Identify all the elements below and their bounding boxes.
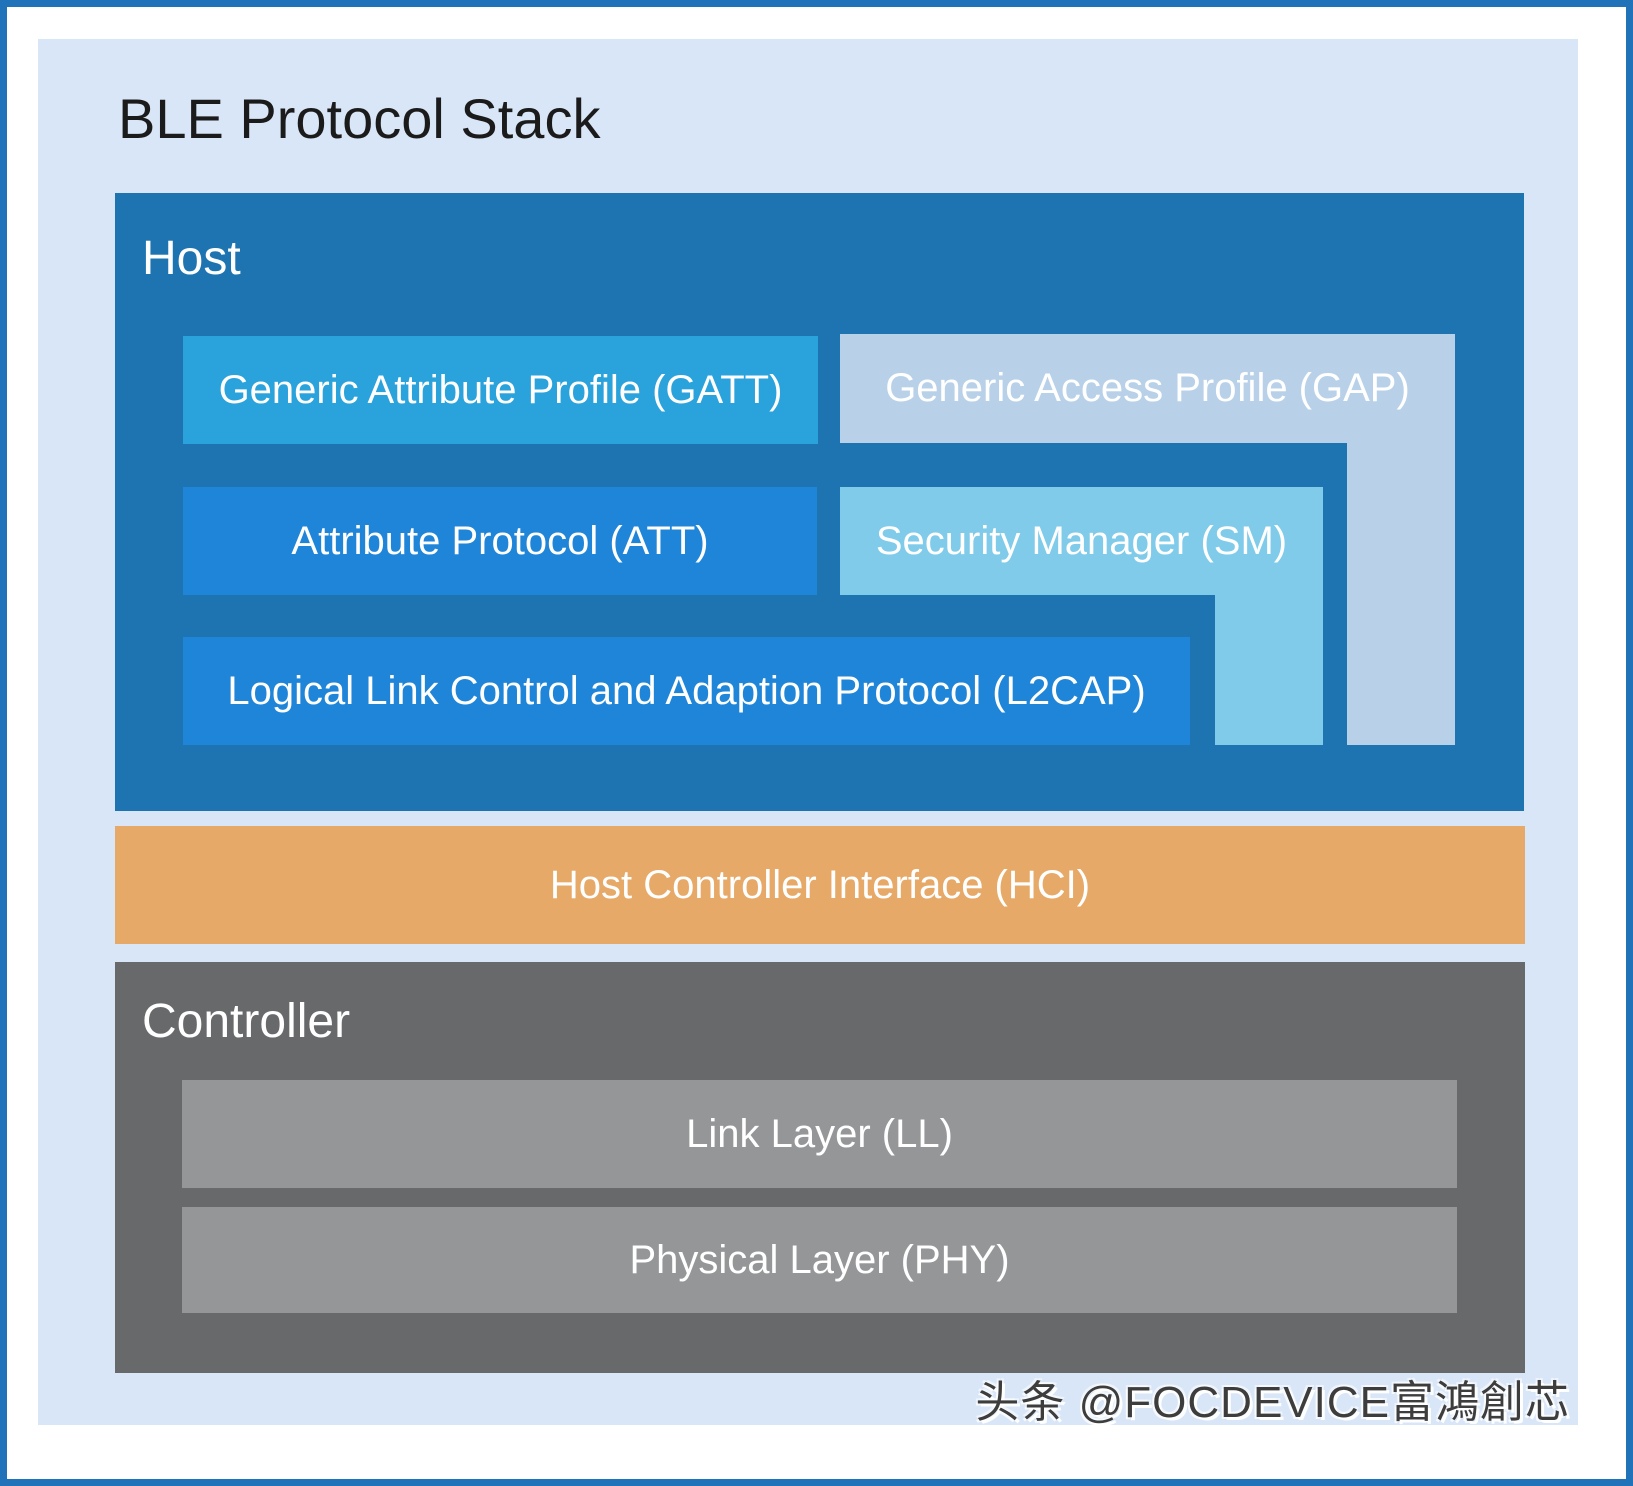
gap-box-leg <box>1347 443 1455 745</box>
physical-layer-label: Physical Layer (PHY) <box>629 1237 1010 1282</box>
att-box: Attribute Protocol (ATT) <box>183 487 817 595</box>
link-layer-label: Link Layer (LL) <box>686 1111 953 1156</box>
sm-box-leg <box>1215 595 1323 745</box>
link-layer-box: Link Layer (LL) <box>182 1080 1457 1188</box>
controller-label: Controller <box>142 995 351 1048</box>
hci-label: Host Controller Interface (HCI) <box>549 862 1091 907</box>
l2cap-label: Logical Link Control and Adaption Protoc… <box>227 668 1146 713</box>
hci-bar: Host Controller Interface (HCI) <box>115 826 1525 944</box>
page-title: BLE Protocol Stack <box>118 87 601 150</box>
gap-box: Generic Access Profile (GAP) <box>840 334 1455 443</box>
watermark-text: 头条 @FOCDEVICE富鴻創芯 <box>975 1378 1570 1427</box>
host-label: Host <box>142 232 241 285</box>
physical-layer-box: Physical Layer (PHY) <box>182 1207 1457 1313</box>
diagram-panel: BLE Protocol Stack Host Generic Attribut… <box>38 39 1578 1425</box>
sm-box: Security Manager (SM) <box>840 487 1323 595</box>
host-container: Host Generic Attribute Profile (GATT) Ge… <box>115 193 1524 811</box>
att-label: Attribute Protocol (ATT) <box>291 518 709 563</box>
gap-label: Generic Access Profile (GAP) <box>885 366 1410 410</box>
l2cap-box: Logical Link Control and Adaption Protoc… <box>183 637 1190 745</box>
sm-label: Security Manager (SM) <box>875 518 1288 563</box>
gatt-label: Generic Attribute Profile (GATT) <box>218 367 783 412</box>
controller-container: Controller Link Layer (LL) Physical Laye… <box>115 962 1525 1373</box>
gatt-box: Generic Attribute Profile (GATT) <box>183 336 818 444</box>
